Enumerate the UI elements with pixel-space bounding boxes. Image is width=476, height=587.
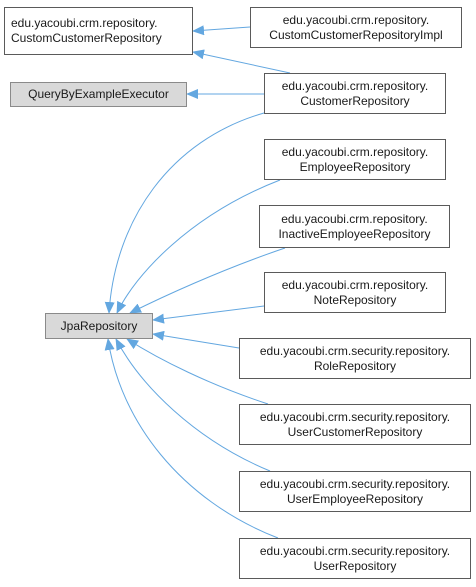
node-user-repository[interactable]: edu.yacoubi.crm.security.repository. Use… — [239, 538, 471, 579]
node-user-customer-repository[interactable]: edu.yacoubi.crm.security.repository. Use… — [239, 404, 471, 445]
node-label-line: QueryByExampleExecutor — [28, 87, 169, 101]
node-label-line: edu.yacoubi.crm.repository. — [282, 12, 430, 27]
node-label-line: edu.yacoubi.crm.repository. — [281, 211, 428, 226]
node-label-line: CustomCustomerRepository — [11, 31, 162, 45]
node-label-line: edu.yacoubi.crm.security.repository. — [259, 343, 451, 358]
edge-inactive-employee-to-jpa — [129, 247, 286, 314]
node-jpa-repository[interactable]: JpaRepository — [45, 313, 153, 339]
node-label-line: edu.yacoubi.crm.repository. — [281, 78, 429, 93]
node-employee-repository[interactable]: edu.yacoubi.crm.repository. EmployeeRepo… — [264, 139, 446, 180]
node-label-line: edu.yacoubi.crm.repository. — [11, 16, 158, 30]
edge-employee-to-jpa — [116, 179, 281, 314]
node-label-line: edu.yacoubi.crm.security.repository. — [259, 409, 451, 424]
edge-customer-to-custom-customer — [192, 49, 291, 74]
node-label-line: NoteRepository — [313, 292, 397, 307]
edge-user-employee-to-jpa — [115, 338, 271, 472]
node-label-line: CustomerRepository — [300, 93, 410, 108]
edge-user-repository-to-jpa — [104, 338, 279, 539]
node-inactive-employee-repository[interactable]: edu.yacoubi.crm.repository. InactiveEmpl… — [259, 205, 450, 248]
node-label-line: edu.yacoubi.crm.security.repository. — [259, 543, 451, 558]
node-label-line: edu.yacoubi.crm.security.repository. — [259, 476, 451, 491]
node-label-line: UserRepository — [313, 558, 397, 573]
node-label-line: RoleRepository — [313, 358, 397, 373]
node-label-line: EmployeeRepository — [299, 159, 411, 174]
node-label-line: UserEmployeeRepository — [286, 491, 424, 506]
edge-customer-to-jpa — [104, 112, 265, 314]
node-label-line: JpaRepository — [60, 318, 138, 333]
node-label-line: InactiveEmployeeRepository — [278, 226, 431, 241]
node-label-line: UserCustomerRepository — [287, 424, 423, 439]
node-custom-customer-repository-impl[interactable]: edu.yacoubi.crm.repository. CustomCustom… — [250, 7, 462, 48]
edge-user-customer-to-jpa — [126, 338, 269, 405]
node-label-line: edu.yacoubi.crm.repository. — [281, 277, 429, 292]
edge-role-to-jpa — [152, 330, 240, 349]
node-label-line: edu.yacoubi.crm.repository. — [281, 144, 429, 159]
node-role-repository[interactable]: edu.yacoubi.crm.security.repository. Rol… — [239, 338, 471, 379]
node-user-employee-repository[interactable]: edu.yacoubi.crm.security.repository. Use… — [239, 471, 471, 512]
node-custom-customer-repository[interactable]: edu.yacoubi.crm.repository. CustomCustom… — [4, 7, 193, 55]
node-customer-repository[interactable]: edu.yacoubi.crm.repository. CustomerRepo… — [264, 73, 446, 114]
edge-note-to-jpa — [152, 305, 265, 324]
node-note-repository[interactable]: edu.yacoubi.crm.repository. NoteReposito… — [264, 272, 446, 313]
node-label-line: CustomCustomerRepositoryImpl — [269, 27, 443, 42]
node-query-by-example-executor[interactable]: QueryByExampleExecutor — [10, 82, 187, 107]
edge-impl-to-custom-customer — [192, 25, 251, 36]
